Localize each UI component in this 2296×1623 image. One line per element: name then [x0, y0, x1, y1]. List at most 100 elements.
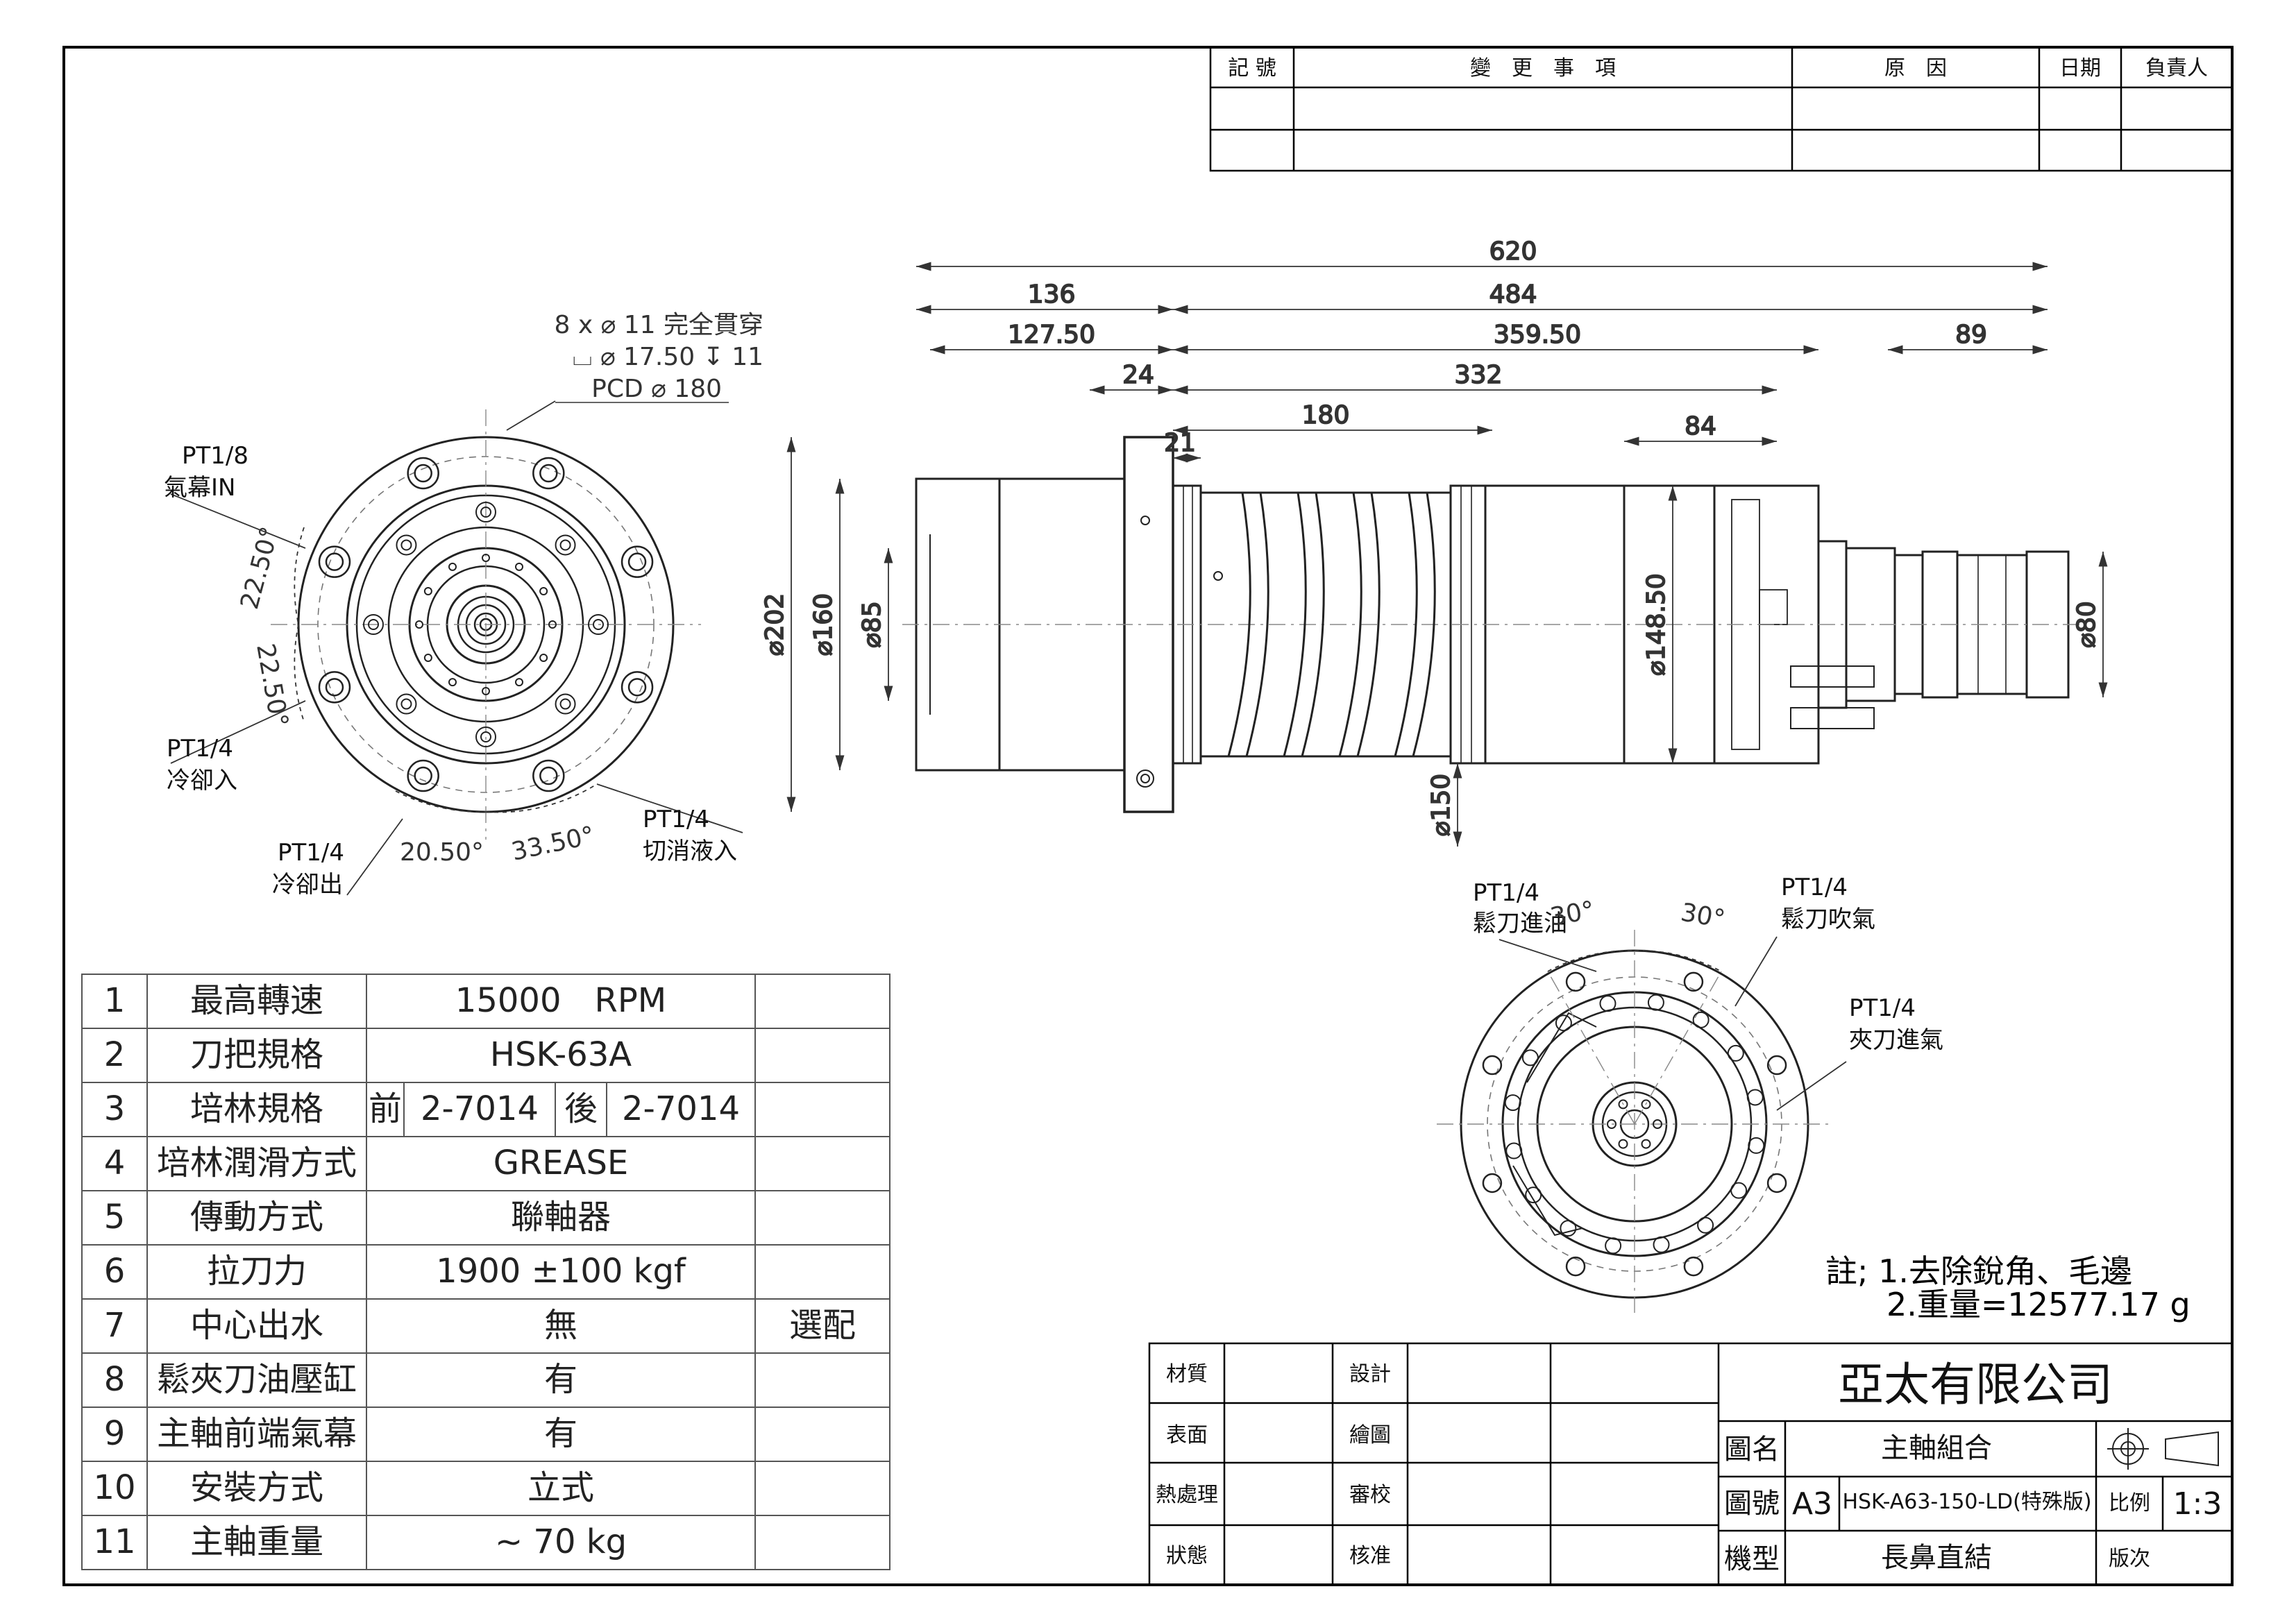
front-mounting-holes: [318, 457, 654, 792]
vertical-dimension-lines: ⌀202⌀160⌀85⌀148.50⌀150⌀80: [760, 437, 2108, 847]
small-hole-icon: [415, 620, 423, 629]
rear-port-unclamp-air-code: PT1/4: [1781, 874, 1848, 901]
spec-row-item: 拉刀力: [207, 1252, 307, 1291]
port-cut-fluid-code: PT1/4: [643, 806, 709, 833]
spec-row-value: 無: [544, 1306, 577, 1345]
bolt-hole-inner-icon: [539, 766, 558, 785]
rear-inner-hole-icon: [1504, 1094, 1521, 1112]
bolt-hole-icon: [621, 671, 654, 704]
rear-inner-hole-icon: [1653, 1236, 1670, 1253]
port-cut-fluid-name: 切消液入: [643, 838, 737, 865]
rear-mounting-holes: [1482, 971, 1787, 1277]
helix-groove: [1394, 492, 1418, 757]
rear-port-unclamp-oil-name: 鬆刀進油: [1473, 910, 1567, 937]
rear-inner-holes: [1504, 994, 1765, 1255]
sheet-border: [62, 46, 2234, 1586]
small-hole-icon: [482, 554, 490, 562]
bolt-hole-icon: [407, 457, 439, 490]
inner-hole-icon: [555, 693, 576, 715]
rev-header-reason: 原 因: [1884, 56, 1947, 80]
v-dim-label: ⌀85: [858, 601, 886, 647]
h-dim-label: 359.50: [1494, 321, 1581, 349]
rear-inner-hole-icon: [1697, 1216, 1714, 1234]
inner-hole-core-icon: [593, 619, 604, 630]
inner-hole-icon: [363, 614, 384, 635]
spec-row-value: 立式: [527, 1468, 594, 1507]
inner-hole-core-icon: [368, 619, 379, 630]
rear-bolt-hole-icon: [1482, 1055, 1503, 1076]
tb-design-label: 設計: [1349, 1362, 1391, 1386]
bolt-hole-icon: [532, 759, 565, 792]
inner-hole-icon: [475, 502, 496, 522]
port-cool-out-name: 冷卻出: [272, 871, 343, 899]
tb-sheet-size: A3: [1792, 1486, 1832, 1522]
small-hole-icon: [448, 678, 457, 687]
bolt-hole-inner-icon: [325, 552, 344, 571]
rear-inner-hole-icon: [1746, 1089, 1764, 1106]
spec-row-value: HSK-63A: [490, 1035, 632, 1074]
rear-angle-left: 30°: [1548, 896, 1596, 931]
rear-angle-right: 30°: [1678, 898, 1727, 933]
h-dim-label: 180: [1302, 401, 1350, 430]
inner-hole-icon: [396, 534, 417, 556]
rear-port-unclamp-air-name: 鬆刀吹氣: [1781, 906, 1875, 933]
company-name: 亞太有限公司: [1838, 1358, 2113, 1411]
helix-groove: [1301, 492, 1325, 757]
h-dim-label: 24: [1122, 361, 1154, 389]
spec-row-number: 1: [104, 981, 126, 1020]
v-dim-label: ⌀202: [761, 593, 789, 656]
rear-inner-hole-icon: [1555, 1014, 1572, 1032]
spec-bearing-front-label: 前: [369, 1089, 402, 1128]
bolt-hole-inner-icon: [414, 766, 432, 785]
hole-note-line1: 8 x ⌀ 11 完全貫穿: [555, 311, 763, 339]
tb-number-label: 圖號: [1724, 1488, 1780, 1520]
spec-row-item: 主軸前端氣幕: [157, 1414, 357, 1453]
spec-row-item: 中心出水: [190, 1306, 323, 1345]
helical-cooling-groove: [1227, 492, 1436, 757]
helix-groove: [1338, 492, 1362, 757]
h-dim-label: 21: [1164, 429, 1196, 457]
spec-row-number: 2: [104, 1035, 126, 1074]
rear-leaders: [1499, 936, 1847, 1111]
spec-row-number: 4: [104, 1144, 126, 1182]
helix-groove: [1356, 492, 1381, 757]
rear-inner-hole-icon: [1525, 1187, 1542, 1204]
inner-hole-icon: [475, 726, 496, 747]
spec-row-number: 10: [93, 1468, 135, 1507]
note-line2: 2.重量=12577.17 g: [1886, 1286, 2191, 1323]
angle-bottom-right: 33.50°: [509, 822, 597, 867]
inner-hole-core-icon: [559, 539, 571, 551]
rear-bolt-hole-icon: [1482, 1173, 1503, 1193]
tb-material-label: 材質: [1166, 1362, 1208, 1386]
tb-scale-label: 比例: [2109, 1491, 2150, 1515]
rear-inner-hole-icon: [1730, 1182, 1748, 1199]
spec-table-rows: [82, 1028, 890, 1516]
bolt-hole-icon: [318, 545, 351, 578]
bolt-hole-icon: [318, 671, 351, 704]
front-view: [271, 409, 701, 840]
rear-bolt-hole-icon: [1766, 1173, 1787, 1193]
h-dim-label: 127.50: [1008, 321, 1095, 349]
bolt-hole-inner-icon: [325, 678, 344, 697]
bolt-hole-inner-icon: [414, 464, 432, 483]
angle-lower: 22.50°: [251, 641, 293, 729]
rear-bolt-hole-icon: [1565, 971, 1586, 992]
spec-row-value: 有: [544, 1360, 577, 1399]
rear-core-hole-icon: [1607, 1119, 1617, 1129]
rear-port-unclamp-oil-code: PT1/4: [1473, 879, 1539, 907]
port-cool-in-code: PT1/4: [167, 735, 233, 763]
inner-hole-core-icon: [480, 507, 491, 518]
small-hole-icon: [548, 620, 557, 629]
angle-bottom-left: 20.50°: [400, 838, 484, 867]
small-hole-icon: [515, 678, 523, 687]
small-hole-icon: [539, 654, 548, 662]
